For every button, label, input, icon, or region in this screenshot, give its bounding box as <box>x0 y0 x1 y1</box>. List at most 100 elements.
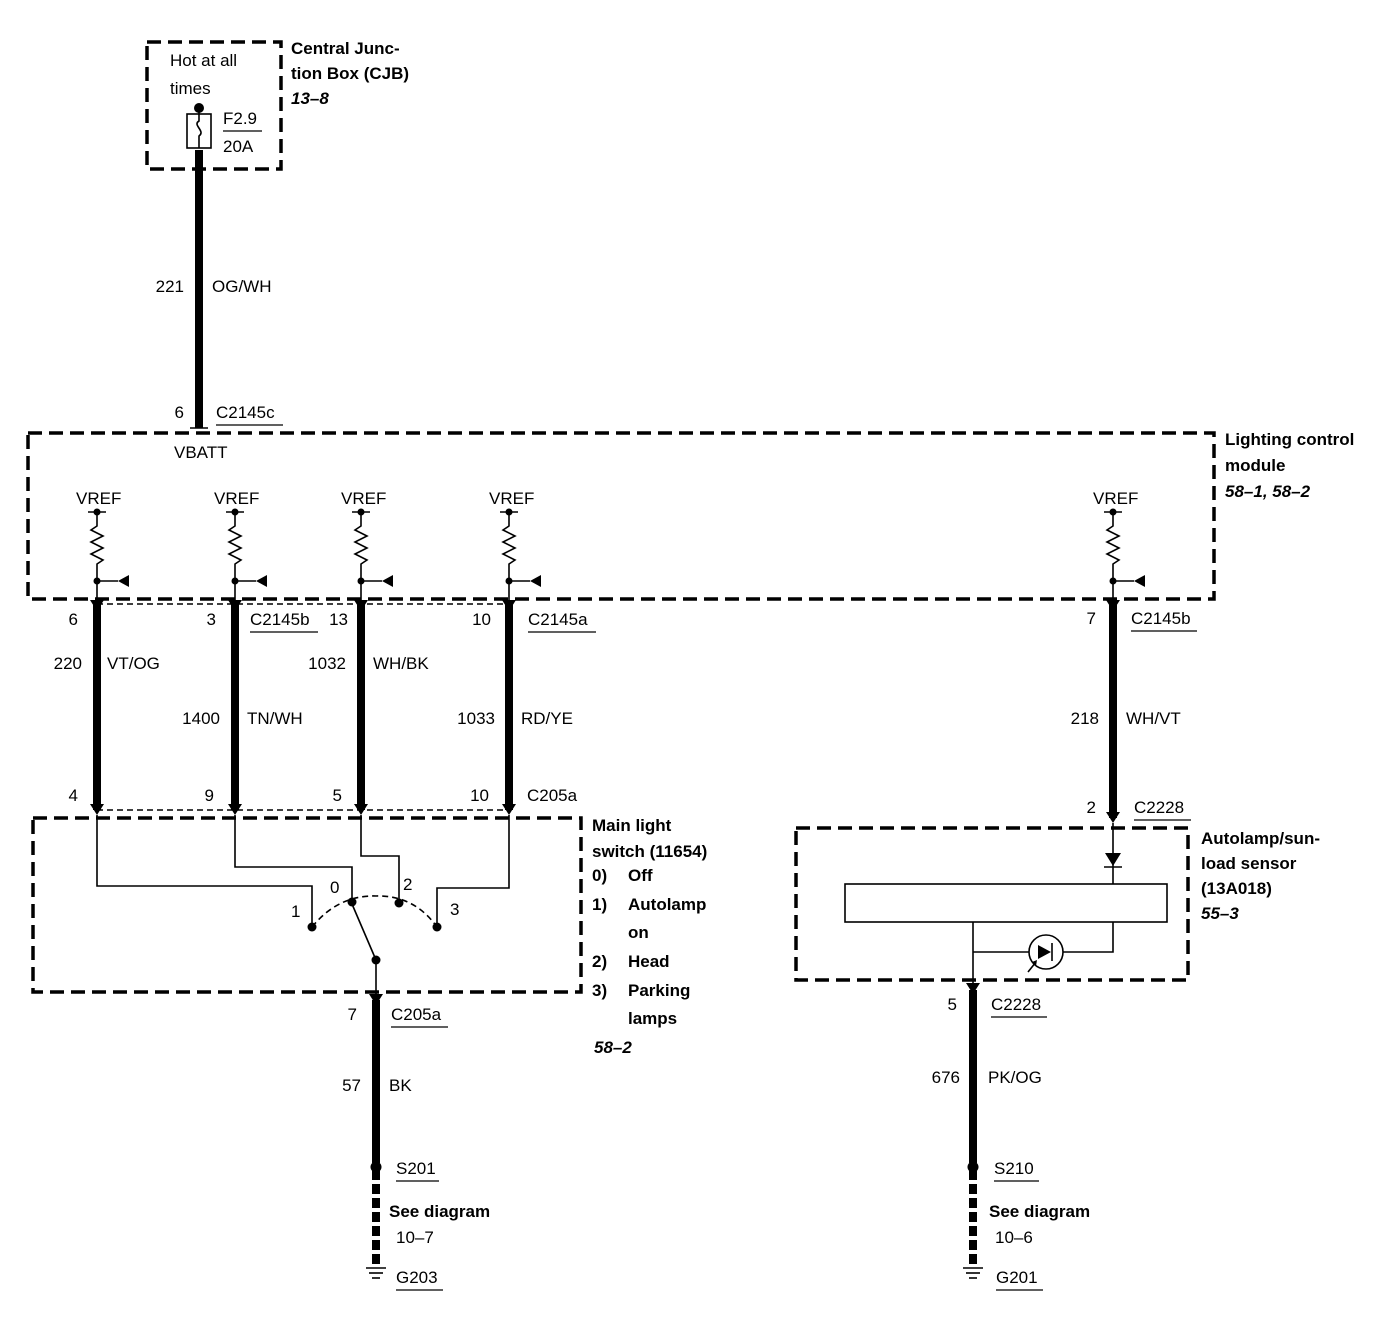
circuit-number: 676 <box>932 1068 960 1087</box>
connector-arrow-icon <box>354 600 368 611</box>
lcm-pin: 6 <box>69 610 78 629</box>
autolamp-sensor: Autolamp/sun- load sensor (13A018) 55–3 <box>794 823 1320 1000</box>
vref-circuit-2: VREF <box>214 489 267 608</box>
vref-label: VREF <box>341 489 386 508</box>
circuit-number: 57 <box>342 1076 361 1095</box>
position-label: Autolamp <box>628 895 706 914</box>
position-label: on <box>628 923 649 942</box>
contact-0-node <box>347 897 357 907</box>
fuse-element-icon <box>196 108 202 148</box>
position-num: 1) <box>592 895 607 914</box>
wire-color: BK <box>389 1076 412 1095</box>
sensor-feed-wire: 7 C2145b 218 WH/VT 2 C2228 <box>1071 600 1197 823</box>
circuit-number: 218 <box>1071 709 1099 728</box>
position-label: Head <box>628 952 670 971</box>
position-num: 3) <box>592 981 607 1000</box>
lcm-pin: 10 <box>472 610 491 629</box>
cjb-hot-line2: times <box>170 79 211 98</box>
lcm-pin: 3 <box>207 610 216 629</box>
position-label: lamps <box>628 1009 677 1028</box>
sensor-module-block <box>844 883 1168 923</box>
sense-arrow-icon <box>118 575 129 587</box>
switch-dashed-outline <box>31 816 583 994</box>
cjb-hot-line1: Hot at all <box>170 51 237 70</box>
switch-name-line2: switch (11654) <box>592 842 707 861</box>
pullup-resistor-icon <box>501 512 517 608</box>
circuit-number: 1032 <box>308 654 346 673</box>
switch-wire-2: 3 1400 TN/WH 9 C2145b <box>182 600 318 815</box>
switch-travel-arc <box>311 895 438 928</box>
connector-arrow-icon <box>502 600 516 611</box>
ground-label: G203 <box>396 1268 438 1287</box>
switch-lead-0 <box>234 815 353 900</box>
connector-arrow-icon <box>90 600 104 611</box>
fuse-id: F2.9 <box>223 109 257 128</box>
lighting-control-module: VBATT Lighting control module 58–1, 58–2… <box>26 430 1354 608</box>
contact-0-label: 0 <box>330 878 339 897</box>
connector-arrow-icon <box>354 804 368 815</box>
lcm-ref: 58–1, 58–2 <box>1225 482 1311 501</box>
photodiode-lead-right <box>1063 922 1114 953</box>
switch-ground-wire: 7 C205a 57 BK S201 See diagram 10–7 G203 <box>342 994 490 1291</box>
pullup-resistor-icon <box>227 512 243 608</box>
sensor-ground-wire: 5 C2228 676 PK/OG S210 See diagram 10–6 … <box>932 983 1090 1291</box>
cjb-dashed-outline <box>145 40 283 171</box>
splice-node <box>967 1161 979 1173</box>
lcm-name-line2: module <box>1225 456 1285 475</box>
diode-icon <box>1105 853 1121 866</box>
lcm-connector-a: C2145a <box>528 610 588 629</box>
circuit-number: 220 <box>54 654 82 673</box>
sensor-ref: 55–3 <box>1201 904 1239 923</box>
vref-label: VREF <box>76 489 121 508</box>
sensor-name-line1: Autolamp/sun- <box>1201 829 1320 848</box>
ground-label: G201 <box>996 1268 1038 1287</box>
switch-pin: 5 <box>333 786 342 805</box>
feed-circuit: 221 <box>156 277 184 296</box>
cjb-ref: 13–8 <box>291 89 329 108</box>
switch-ground-pin: 7 <box>348 1005 357 1024</box>
sense-arrow-icon <box>1134 575 1145 587</box>
wire-color: PK/OG <box>988 1068 1042 1087</box>
see-diagram-line2: 10–7 <box>396 1228 434 1247</box>
contact-3-label: 3 <box>450 900 459 919</box>
splice-node <box>370 1161 382 1173</box>
switch-lead-1 <box>96 815 313 926</box>
vref-circuit-1: VREF <box>76 489 129 608</box>
switch-pin: 10 <box>470 786 489 805</box>
vref-circuit-4: VREF <box>489 489 541 608</box>
ground-icon <box>963 1267 983 1279</box>
lcm-pin: 7 <box>1087 609 1096 628</box>
connector-arrow-icon <box>228 600 242 611</box>
switch-ref: 58–2 <box>594 1038 632 1057</box>
see-diagram-line2: 10–6 <box>995 1228 1033 1247</box>
switch-wire-4: 10 1033 RD/YE 10 C2145a C205a <box>457 600 596 815</box>
switch-wire-1: 6 220 VT/OG 4 <box>54 600 160 815</box>
connector-arrow-icon <box>1106 812 1120 823</box>
wire-color: TN/WH <box>247 709 303 728</box>
switch-lead-3 <box>436 815 510 926</box>
fuse-rating: 20A <box>223 137 254 156</box>
connector-arrow-icon <box>90 804 104 815</box>
main-light-switch: 0 1 2 3 Main light switch (11654) 0) Off… <box>31 815 707 1057</box>
pullup-resistor-icon <box>353 512 369 608</box>
switch-pin: 9 <box>205 786 214 805</box>
lcm-vbatt-label: VBATT <box>174 443 228 462</box>
cjb-name-line1: Central Junc- <box>291 39 400 58</box>
contact-1-label: 1 <box>291 902 300 921</box>
wire-color: RD/YE <box>521 709 573 728</box>
position-label: Parking <box>628 981 690 1000</box>
switch-wiper <box>351 903 377 961</box>
switch-name-line1: Main light <box>592 816 672 835</box>
splice-label: S201 <box>396 1159 436 1178</box>
switch-ground-connector: C205a <box>391 1005 442 1024</box>
see-diagram-line1: See diagram <box>389 1202 490 1221</box>
vref-circuit-3: VREF <box>341 489 393 608</box>
switch-pin: 4 <box>69 786 78 805</box>
feed-wire: 221 OG/WH 6 C2145c <box>156 150 283 429</box>
wire-color: WH/VT <box>1126 709 1181 728</box>
vref-label: VREF <box>1093 489 1138 508</box>
contact-2-node <box>394 898 404 908</box>
circuit-number: 1033 <box>457 709 495 728</box>
lcm-vbatt-pin: 6 <box>175 403 184 422</box>
